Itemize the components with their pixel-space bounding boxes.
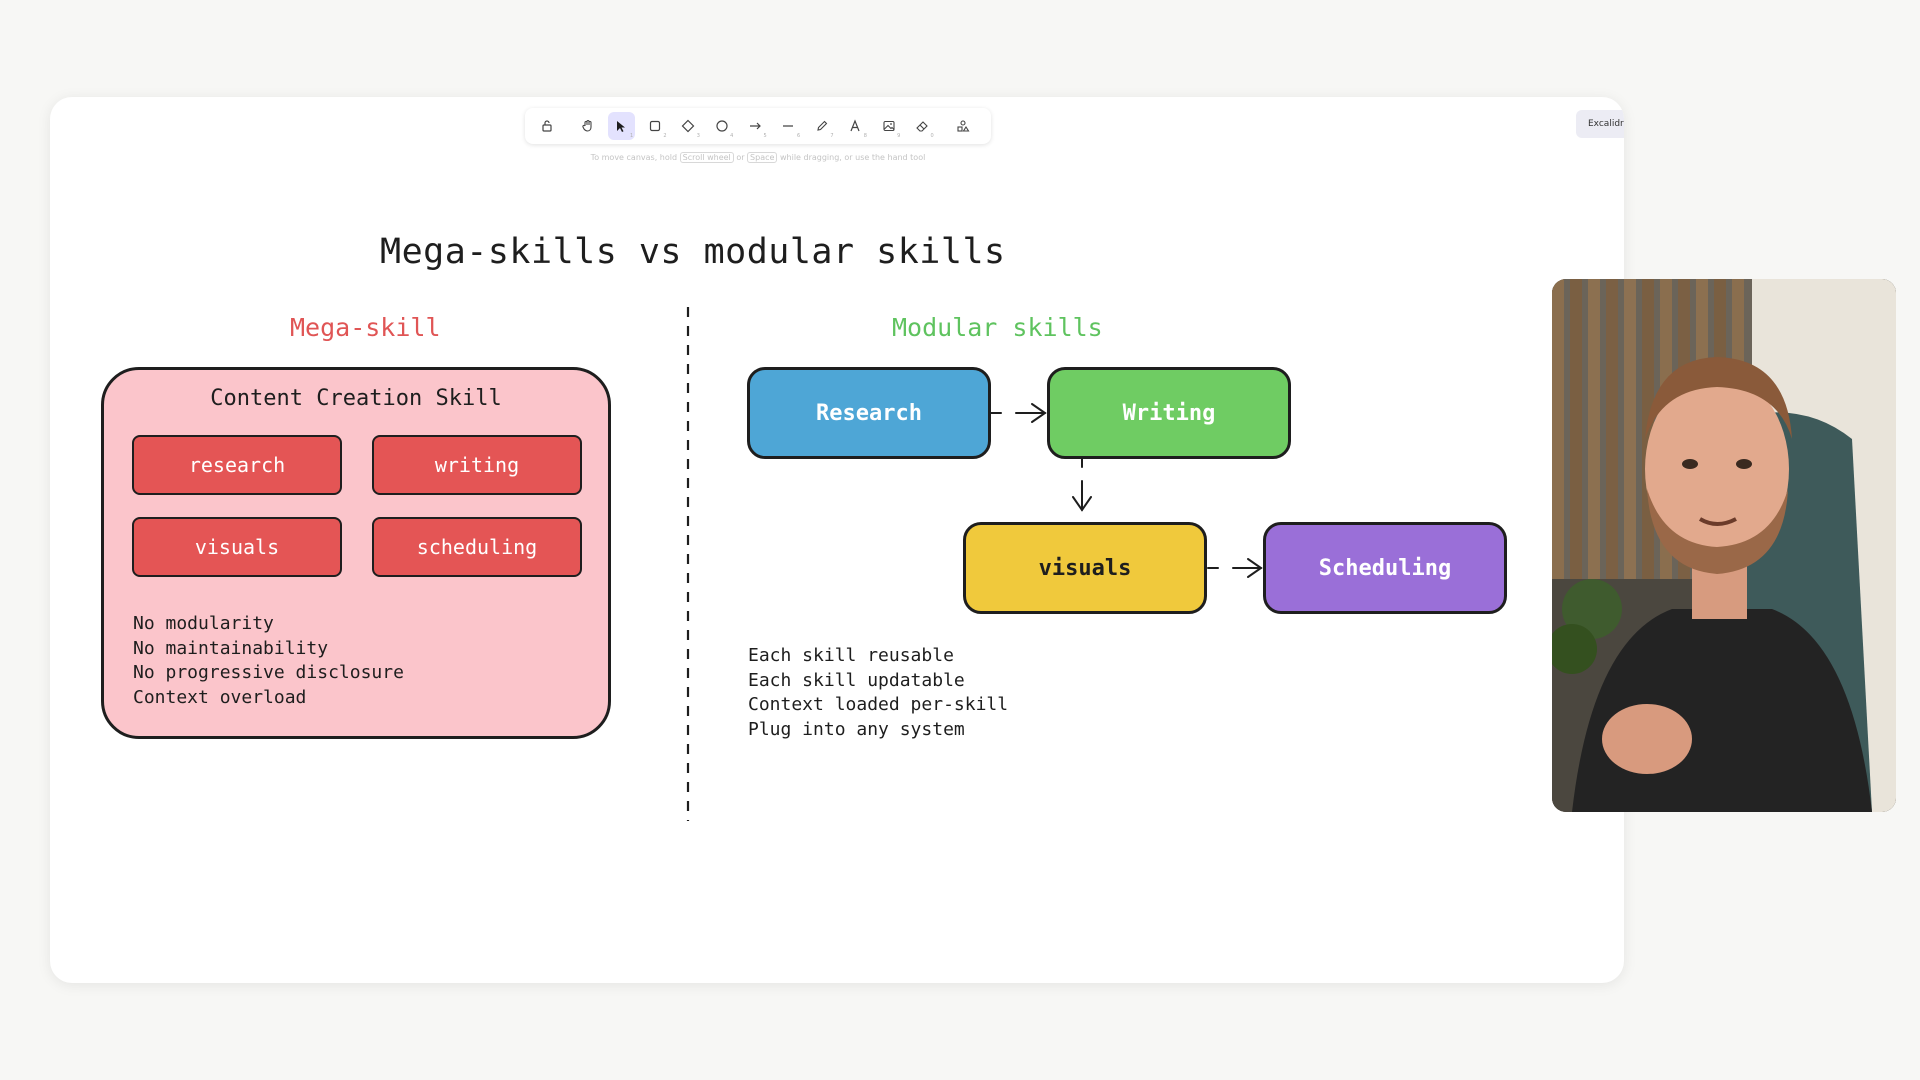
diamond-tool-button[interactable]: 3 — [675, 112, 702, 140]
image-icon — [883, 120, 895, 132]
draw-tool-button[interactable]: 7 — [808, 112, 835, 140]
arrow-right-icon — [750, 122, 761, 130]
lock-icon — [542, 120, 552, 132]
note-line: Context overload — [133, 686, 307, 708]
node-visuals[interactable]: visuals — [963, 522, 1207, 614]
image-tool-button[interactable]: 9 — [875, 112, 902, 140]
note-line: No maintainability — [133, 637, 329, 659]
lock-tool-button[interactable] — [533, 112, 560, 140]
shortcut-label: 2 — [663, 133, 667, 139]
shortcut-label: 5 — [763, 133, 767, 139]
note-line: Plug into any system — [748, 718, 965, 740]
diamond-icon — [681, 119, 695, 133]
chip-research[interactable]: research — [132, 435, 342, 495]
shortcut-label: 7 — [830, 133, 834, 139]
hint-text-pre: To move canvas, hold — [590, 153, 678, 162]
canvas-hint: To move canvas, hold Scroll wheel or Spa… — [525, 152, 991, 163]
note-line: No progressive disclosure — [133, 662, 404, 683]
node-research[interactable]: Research — [747, 367, 991, 459]
line-icon — [783, 125, 794, 127]
text-icon — [850, 119, 860, 132]
webcam-overlay — [1552, 279, 1896, 812]
shortcut-label: 0 — [930, 133, 934, 139]
hand-tool-button[interactable] — [574, 112, 601, 140]
more-tools-button[interactable] — [950, 112, 977, 140]
rectangle-tool-button[interactable]: 2 — [641, 112, 668, 140]
mega-skill-heading: Mega-skill — [290, 313, 441, 342]
note-line: Context loaded per-skill — [748, 694, 1009, 715]
text-tool-button[interactable]: 8 — [842, 112, 869, 140]
line-tool-button[interactable]: 6 — [775, 112, 802, 140]
flow-arrows — [990, 403, 1263, 578]
chip-writing[interactable]: writing — [372, 435, 582, 495]
note-line: Each skill updatable — [748, 669, 965, 691]
pencil-icon — [817, 120, 828, 131]
chip-scheduling[interactable]: scheduling — [372, 517, 582, 577]
hint-text-post: while dragging, or use the hand tool — [779, 153, 926, 162]
diagram-title: Mega-skills vs modular skills — [380, 232, 1006, 272]
shape-toolbar: 1 2 3 4 5 6 7 — [525, 108, 991, 144]
rectangle-icon — [649, 120, 660, 132]
hint-key-scroll: Scroll wheel — [679, 152, 734, 163]
note-line: No modularity — [133, 613, 274, 634]
modular-skills-notes: Each skill reusable Each skill updatable… — [748, 644, 1008, 742]
hint-text-mid: or — [736, 153, 745, 162]
shortcut-label: 8 — [863, 133, 867, 139]
modular-skills-heading: Modular skills — [892, 313, 1103, 342]
hint-key-space: Space — [747, 152, 778, 163]
arrow-tool-button[interactable]: 5 — [741, 112, 768, 140]
ellipse-tool-button[interactable]: 4 — [708, 112, 735, 140]
eraser-icon — [916, 121, 928, 132]
shortcut-label: 4 — [730, 133, 734, 139]
mega-skill-notes: No modularity No maintainability No prog… — [133, 612, 404, 710]
shortcut-label: 3 — [696, 133, 700, 139]
excalidraw-canvas[interactable]: 1 2 3 4 5 6 7 — [50, 97, 1624, 983]
shortcut-label: 1 — [629, 133, 634, 139]
node-scheduling[interactable]: Scheduling — [1263, 522, 1507, 614]
selection-tool-button[interactable]: 1 — [607, 112, 636, 140]
presenter-video — [1552, 279, 1896, 812]
hand-icon — [582, 119, 592, 132]
shortcut-label: 6 — [796, 133, 801, 139]
dashed-divider — [686, 307, 690, 821]
ellipse-icon — [716, 120, 728, 132]
eraser-tool-button[interactable]: 0 — [908, 112, 935, 140]
library-button[interactable]: Excalidraw — [1576, 110, 1624, 138]
node-writing[interactable]: Writing — [1047, 367, 1291, 459]
content-creation-skill-box[interactable]: Content Creation Skill research writing … — [101, 367, 611, 739]
chip-visuals[interactable]: visuals — [132, 517, 342, 577]
shortcut-label: 9 — [897, 133, 901, 139]
content-creation-skill-title: Content Creation Skill — [210, 386, 502, 411]
pointer-icon — [617, 121, 626, 132]
note-line: Each skill reusable — [748, 645, 954, 666]
shapes-icon — [957, 120, 970, 132]
